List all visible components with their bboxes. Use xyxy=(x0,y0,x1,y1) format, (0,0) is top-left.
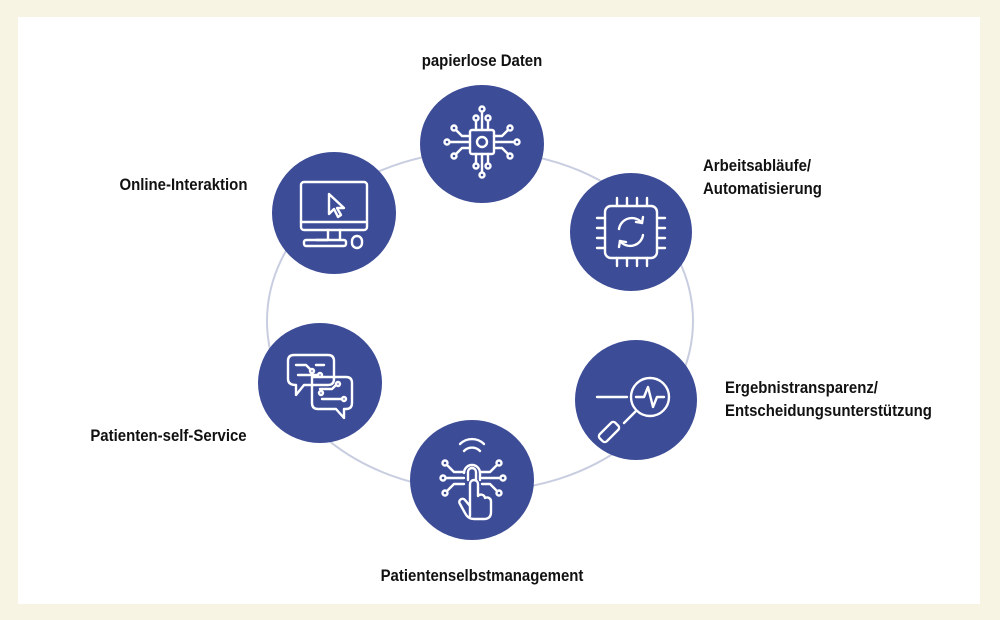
magnifier-pulse-icon xyxy=(595,376,671,444)
label-outcome-line1: Ergebnistransparenz/ xyxy=(725,378,878,397)
label-outcome-line2: Entscheidungsunterstützung xyxy=(725,401,932,420)
label-self-service: Patienten-self-Service xyxy=(90,426,247,445)
label-paperless-data: papierlose Daten xyxy=(421,51,543,70)
touch-fingerprint-icon xyxy=(439,437,507,521)
chip-network-icon xyxy=(443,105,521,179)
node-patient-self-management xyxy=(410,420,534,540)
processor-refresh-icon xyxy=(595,196,667,268)
label-self-management: Patientenselbstmanagement xyxy=(380,566,584,585)
node-workflow-automation xyxy=(570,173,692,291)
label-workflow-line2: Automatisierung xyxy=(703,179,822,198)
node-patient-self-service xyxy=(258,323,382,443)
computer-cursor-icon xyxy=(299,180,369,250)
label-workflow-line1: Arbeitsabläufe/ xyxy=(703,156,812,175)
label-online-interaction: Online-Interaktion xyxy=(118,175,247,194)
node-online-interaction xyxy=(272,152,396,274)
node-paperless-data xyxy=(420,85,544,203)
node-outcome-transparency xyxy=(575,340,697,460)
chat-bubbles-icon xyxy=(286,353,354,420)
